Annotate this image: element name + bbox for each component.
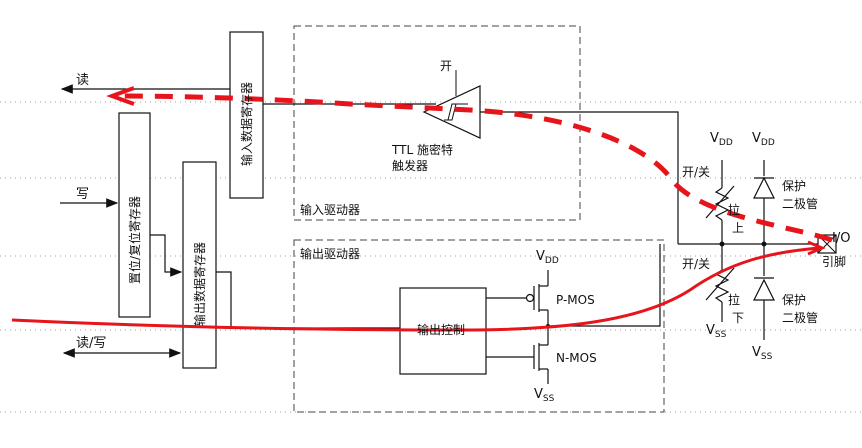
set-reset-register — [118, 112, 151, 318]
vss-diode: VSS — [752, 345, 773, 362]
pmos-transistor — [486, 270, 549, 342]
output-data-register-label: 输出数据寄存器 — [192, 242, 207, 326]
input-driver-box — [293, 25, 581, 221]
set-reset-link — [150, 234, 183, 277]
input-data-register — [229, 31, 264, 199]
pull-up-label-2: 上 — [732, 221, 744, 235]
vdd-diode: VDD — [752, 131, 775, 148]
output-data-register — [182, 161, 217, 369]
output-path-highlight — [11, 246, 821, 332]
protection-diodes — [753, 160, 775, 340]
ttl-label-2: 触发器 — [392, 158, 428, 173]
input-driver-label: 输入驱动器 — [300, 202, 360, 217]
set-reset-register-label: 置位/复位寄存器 — [127, 196, 142, 284]
vdd-pmos: VDD — [536, 249, 559, 266]
vss-pulldown: VSS — [706, 323, 727, 340]
pin-label: 引脚 — [822, 254, 846, 269]
nmos-label: N-MOS — [556, 351, 597, 365]
protect-down-1: 保护 — [782, 293, 806, 307]
switch-down-label: 开/关 — [682, 257, 710, 271]
nmos-transistor — [486, 342, 549, 384]
pull-down-label-2: 下 — [732, 311, 744, 325]
read-write-label: 读/写 — [76, 336, 106, 351]
protect-down-2: 二极管 — [782, 310, 818, 325]
vss-nmos: VSS — [534, 387, 555, 404]
io-label: I/O — [832, 231, 850, 246]
switch-up-label: 开/关 — [682, 165, 710, 179]
output-control-label: 输出控制 — [417, 322, 465, 337]
vdd-pullup: VDD — [710, 131, 733, 148]
pmos-label: P-MOS — [556, 293, 595, 307]
protect-up-2: 二极管 — [782, 196, 818, 211]
write-label: 写 — [76, 187, 89, 202]
input-path-highlight — [119, 93, 833, 243]
protect-up-1: 保护 — [782, 179, 806, 193]
input-data-register-label: 输入数据寄存器 — [239, 82, 254, 166]
output-driver-label: 输出驱动器 — [300, 246, 360, 261]
odr-out-line — [216, 271, 400, 329]
ttl-label-1: TTL 施密特 — [391, 142, 453, 157]
on-label: 开 — [440, 59, 452, 73]
read-label: 读 — [76, 73, 89, 88]
output-driver-box — [293, 239, 665, 413]
pull-down-label: 拉 — [728, 292, 740, 307]
pull-up-label: 拉 — [728, 202, 740, 217]
